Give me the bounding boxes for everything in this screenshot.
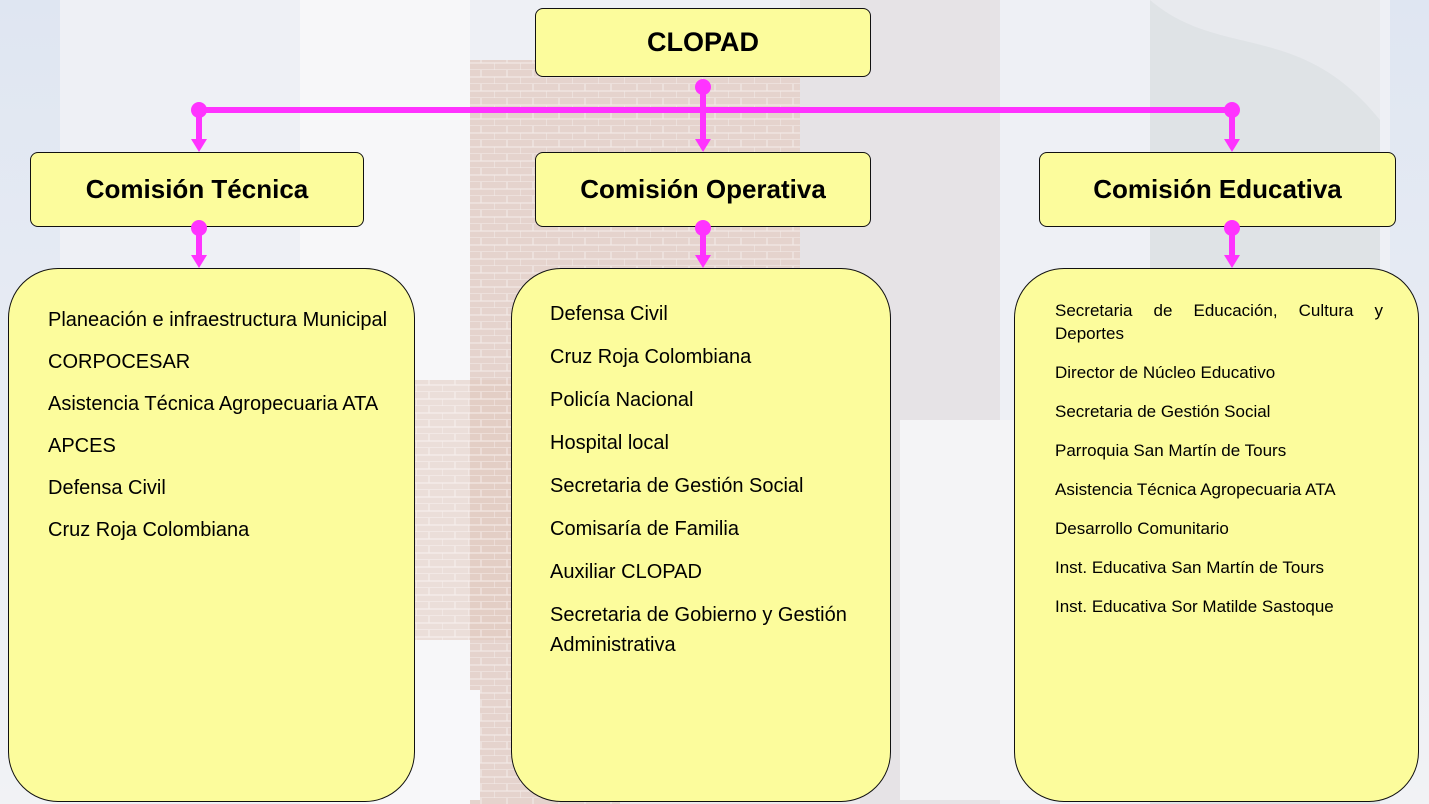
commission-box-operativa: Comisión Operativa: [535, 152, 871, 227]
members-box-tecnica: Planeación e infraestructura Municipal C…: [8, 268, 415, 802]
member-item: Secretaria de Educación, Cultura y Depor…: [1055, 301, 1383, 343]
member-item: Planeación e infraestructura Municipal: [48, 309, 388, 331]
member-item: Policía Nacional: [550, 389, 694, 411]
member-item: Defensa Civil: [48, 477, 166, 499]
member-item: Auxiliar CLOPAD: [550, 561, 702, 583]
commission-title-operativa: Comisión Operativa: [580, 174, 826, 204]
member-item: Comisaría de Familia: [550, 518, 739, 540]
member-item: Secretaria de Gobierno y Gestión Adminis…: [550, 604, 847, 656]
clopad-root-label: CLOPAD: [647, 27, 759, 57]
member-item: Cruz Roja Colombiana: [550, 346, 752, 368]
member-list-operativa: Defensa Civil Cruz Roja Colombiana Polic…: [550, 299, 870, 673]
member-item: Secretaria de Gestión Social: [550, 475, 804, 497]
members-box-operativa: Defensa Civil Cruz Roja Colombiana Polic…: [511, 268, 891, 802]
member-item: Inst. Educativa Sor Matilde Sastoque: [1055, 597, 1334, 616]
member-list-tecnica: Planeación e infraestructura Municipal C…: [48, 305, 393, 557]
member-item: Hospital local: [550, 432, 669, 454]
member-item: Desarrollo Comunitario: [1055, 519, 1229, 538]
commission-box-tecnica: Comisión Técnica: [30, 152, 364, 227]
member-item: Parroquia San Martín de Tours: [1055, 441, 1287, 460]
member-item: APCES: [48, 435, 116, 457]
member-item: Asistencia Técnica Agropecuaria ATA: [48, 393, 379, 415]
commission-title-tecnica: Comisión Técnica: [85, 174, 309, 204]
member-item: CORPOCESAR: [48, 351, 191, 373]
member-list-educativa: Secretaria de Educación, Cultura y Depor…: [1055, 299, 1383, 634]
member-item: Secretaria de Gestión Social: [1055, 402, 1271, 421]
member-item: Director de Núcleo Educativo: [1055, 363, 1276, 382]
members-box-educativa: Secretaria de Educación, Cultura y Depor…: [1014, 268, 1419, 802]
commission-box-educativa: Comisión Educativa: [1039, 152, 1396, 227]
clopad-root-box: CLOPAD: [535, 8, 871, 77]
member-item: Defensa Civil: [550, 303, 668, 325]
member-item: Asistencia Técnica Agropecuaria ATA: [1055, 480, 1336, 499]
commission-title-educativa: Comisión Educativa: [1093, 174, 1342, 204]
member-item: Cruz Roja Colombiana: [48, 519, 250, 541]
member-item: Inst. Educativa San Martín de Tours: [1055, 558, 1324, 577]
